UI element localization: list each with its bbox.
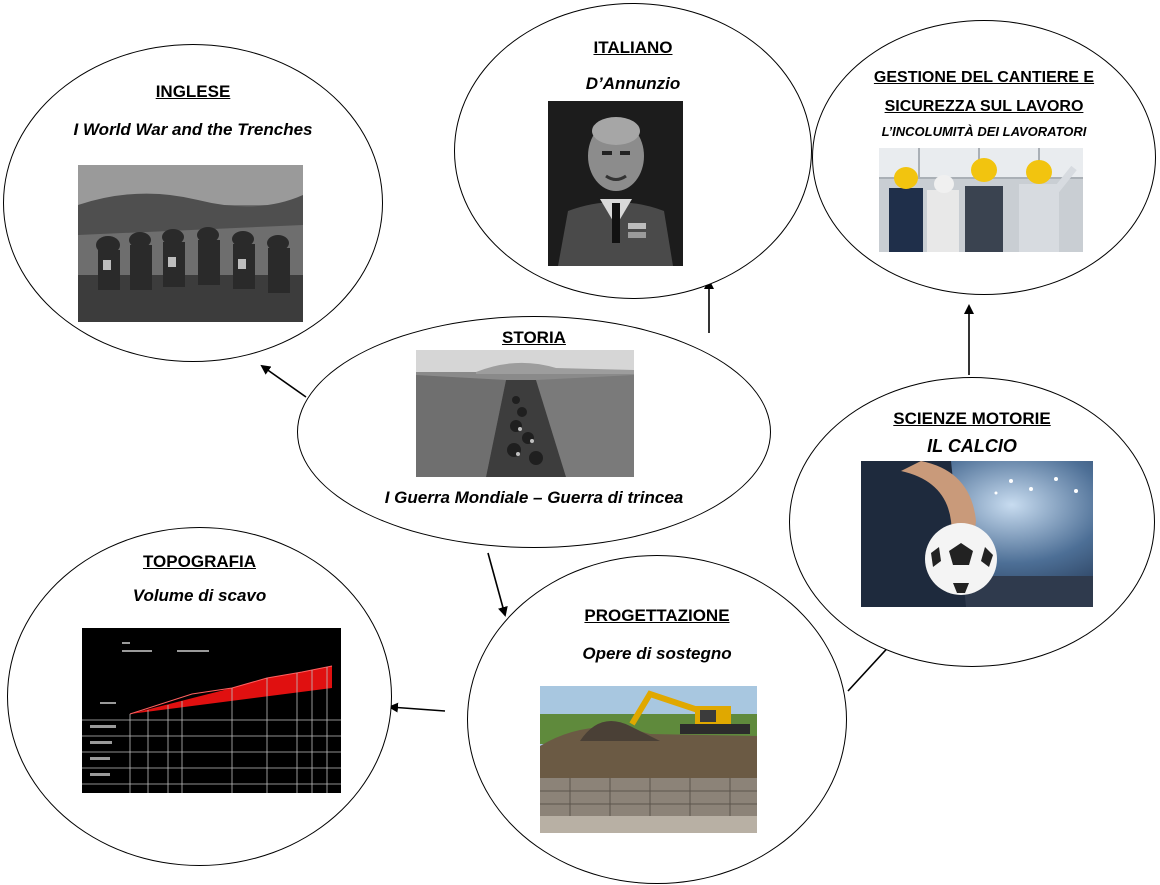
node-title-line2: SICUREZZA SUL LAVORO [884,98,1084,115]
node-title: STORIA [502,328,566,347]
node-title: INGLESE [155,82,231,101]
trench-soldiers-photo [78,165,303,322]
node-subtitle: I World War and the Trenches [73,120,313,139]
node-title: TOPOGRAFIA [142,552,257,571]
node-inglese: INGLESE I World War and the Trenches [3,44,383,362]
node-gestione: GESTIONE DEL CANTIERE E SICUREZZA SUL LA… [812,20,1156,295]
node-subtitle: I Guerra Mondiale – Guerra di trincea [384,488,684,507]
node-scienze: SCIENZE MOTORIE IL CALCIO [789,377,1155,667]
node-subtitle: Volume di scavo [132,586,267,605]
workers-hard-hats-photo [879,148,1083,252]
arrow-storia-to-progettazione [487,552,508,617]
node-storia: STORIA I Guerra Mondiale – Guerra di tri… [297,316,771,548]
node-subtitle: D’Annunzio [585,74,681,93]
arrow-progettazione-to-topografia [388,702,446,713]
node-subtitle: IL CALCIO [927,436,1017,456]
excavation-profile-drawing [82,628,341,793]
dannunzio-portrait-photo [548,101,683,266]
node-title-line1: GESTIONE DEL CANTIERE E [873,69,1095,86]
football-stadium-photo [861,461,1093,607]
node-title: ITALIANO [593,38,673,57]
node-title: SCIENZE MOTORIE [893,409,1051,428]
node-subtitle: L’INCOLUMITÀ DEI LAVORATORI [881,124,1087,139]
arrow-storia-to-inglese [260,364,307,398]
node-progettazione: PROGETTAZIONE Opere di sostegno [467,555,847,884]
ww1-trench-photo [416,350,634,477]
node-italiano: ITALIANO D’Annunzio [454,3,812,299]
excavator-gabion-wall-photo [540,686,757,833]
node-subtitle: Opere di sostegno [582,644,732,663]
node-title: PROGETTAZIONE [584,606,730,625]
node-topografia: TOPOGRAFIA Volume di scavo [7,527,392,866]
